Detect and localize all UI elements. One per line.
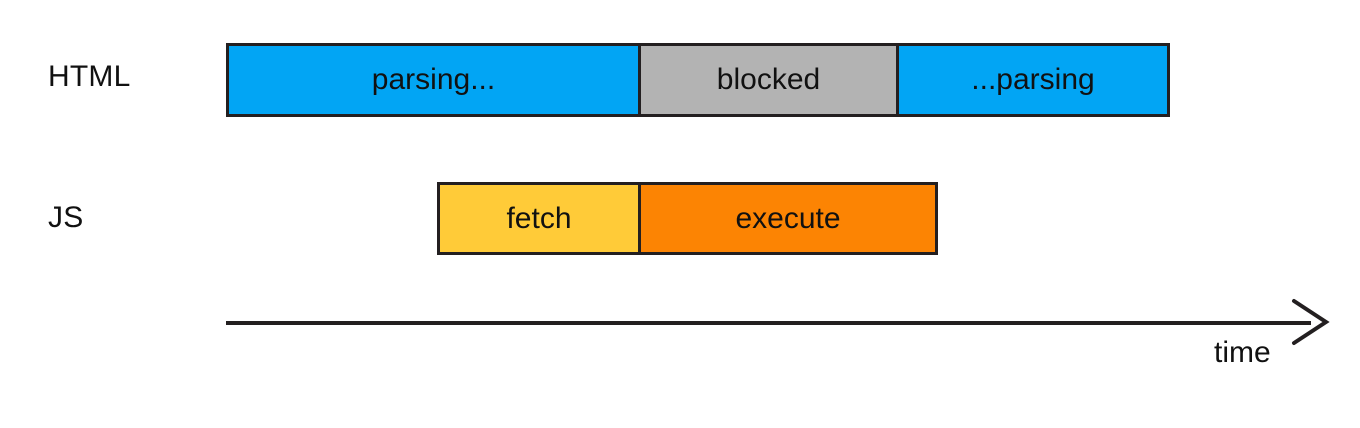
html-timeline-bar: parsing... blocked ...parsing [226,43,1170,117]
arrow-right-icon [1286,297,1334,347]
row-label-html: HTML [48,60,131,93]
time-axis-label: time [1214,336,1271,369]
segment-js-execute: execute [638,185,935,252]
segment-html-parsing: parsing... [229,46,638,114]
time-axis [226,299,1330,345]
segment-js-fetch: fetch [440,185,638,252]
segment-html-blocked: blocked [638,46,896,114]
js-timeline-bar: fetch execute [437,182,938,255]
segment-html-parsing-resumed: ...parsing [896,46,1167,114]
time-axis-line [226,321,1311,325]
row-label-js: JS [48,201,84,234]
